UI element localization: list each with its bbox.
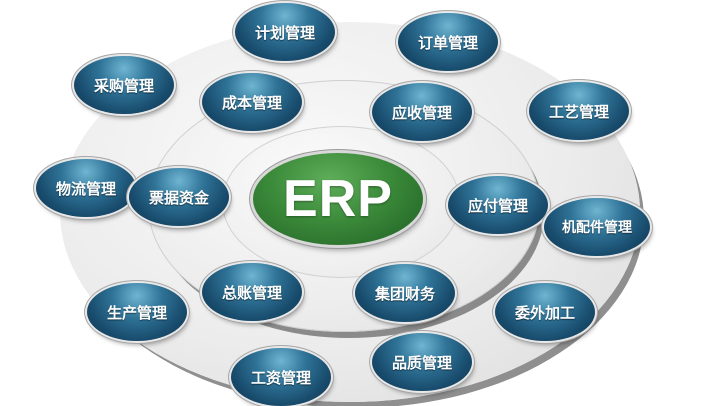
node-label: 总账管理 — [221, 283, 282, 302]
node-receivable-management[interactable]: 应收管理 — [372, 83, 472, 141]
node-label: 工艺管理 — [548, 102, 609, 121]
node-payroll-management[interactable]: 工资管理 — [231, 348, 331, 406]
erp-center-label: ERP — [283, 170, 393, 228]
node-label: 生产管理 — [106, 303, 167, 322]
node-outsourcing[interactable]: 委外加工 — [495, 283, 595, 341]
node-payable-management[interactable]: 应付管理 — [448, 176, 548, 234]
node-label: 应收管理 — [391, 103, 452, 122]
node-parts-management[interactable]: 机配件管理 — [544, 198, 650, 256]
node-label: 成本管理 — [221, 93, 282, 112]
node-quality-management[interactable]: 品质管理 — [372, 333, 472, 391]
node-cost-management[interactable]: 成本管理 — [202, 73, 302, 131]
node-label: 采购管理 — [93, 76, 154, 95]
node-order-management[interactable]: 订单管理 — [398, 13, 498, 71]
node-logistics-management[interactable]: 物流管理 — [36, 159, 136, 217]
node-bills-funds[interactable]: 票据资金 — [129, 168, 229, 226]
node-label: 品质管理 — [391, 353, 452, 372]
node-label: 应付管理 — [467, 196, 528, 215]
node-purchase-management[interactable]: 采购管理 — [74, 56, 174, 114]
node-label: 物流管理 — [55, 179, 116, 198]
erp-center-hub: ERP — [253, 153, 423, 245]
node-label: 集团财务 — [374, 284, 435, 303]
node-label: 机配件管理 — [562, 220, 632, 236]
node-plan-management[interactable]: 计划管理 — [235, 3, 335, 61]
node-label: 工资管理 — [250, 368, 311, 387]
node-process-management[interactable]: 工艺管理 — [529, 82, 629, 140]
node-group-finance[interactable]: 集团财务 — [355, 264, 455, 322]
node-production-management[interactable]: 生产管理 — [87, 283, 187, 341]
node-ledger-management[interactable]: 总账管理 — [202, 263, 302, 321]
node-label: 计划管理 — [254, 23, 315, 42]
node-label: 票据资金 — [148, 188, 209, 207]
node-label: 订单管理 — [417, 33, 478, 52]
node-label: 委外加工 — [514, 303, 575, 322]
